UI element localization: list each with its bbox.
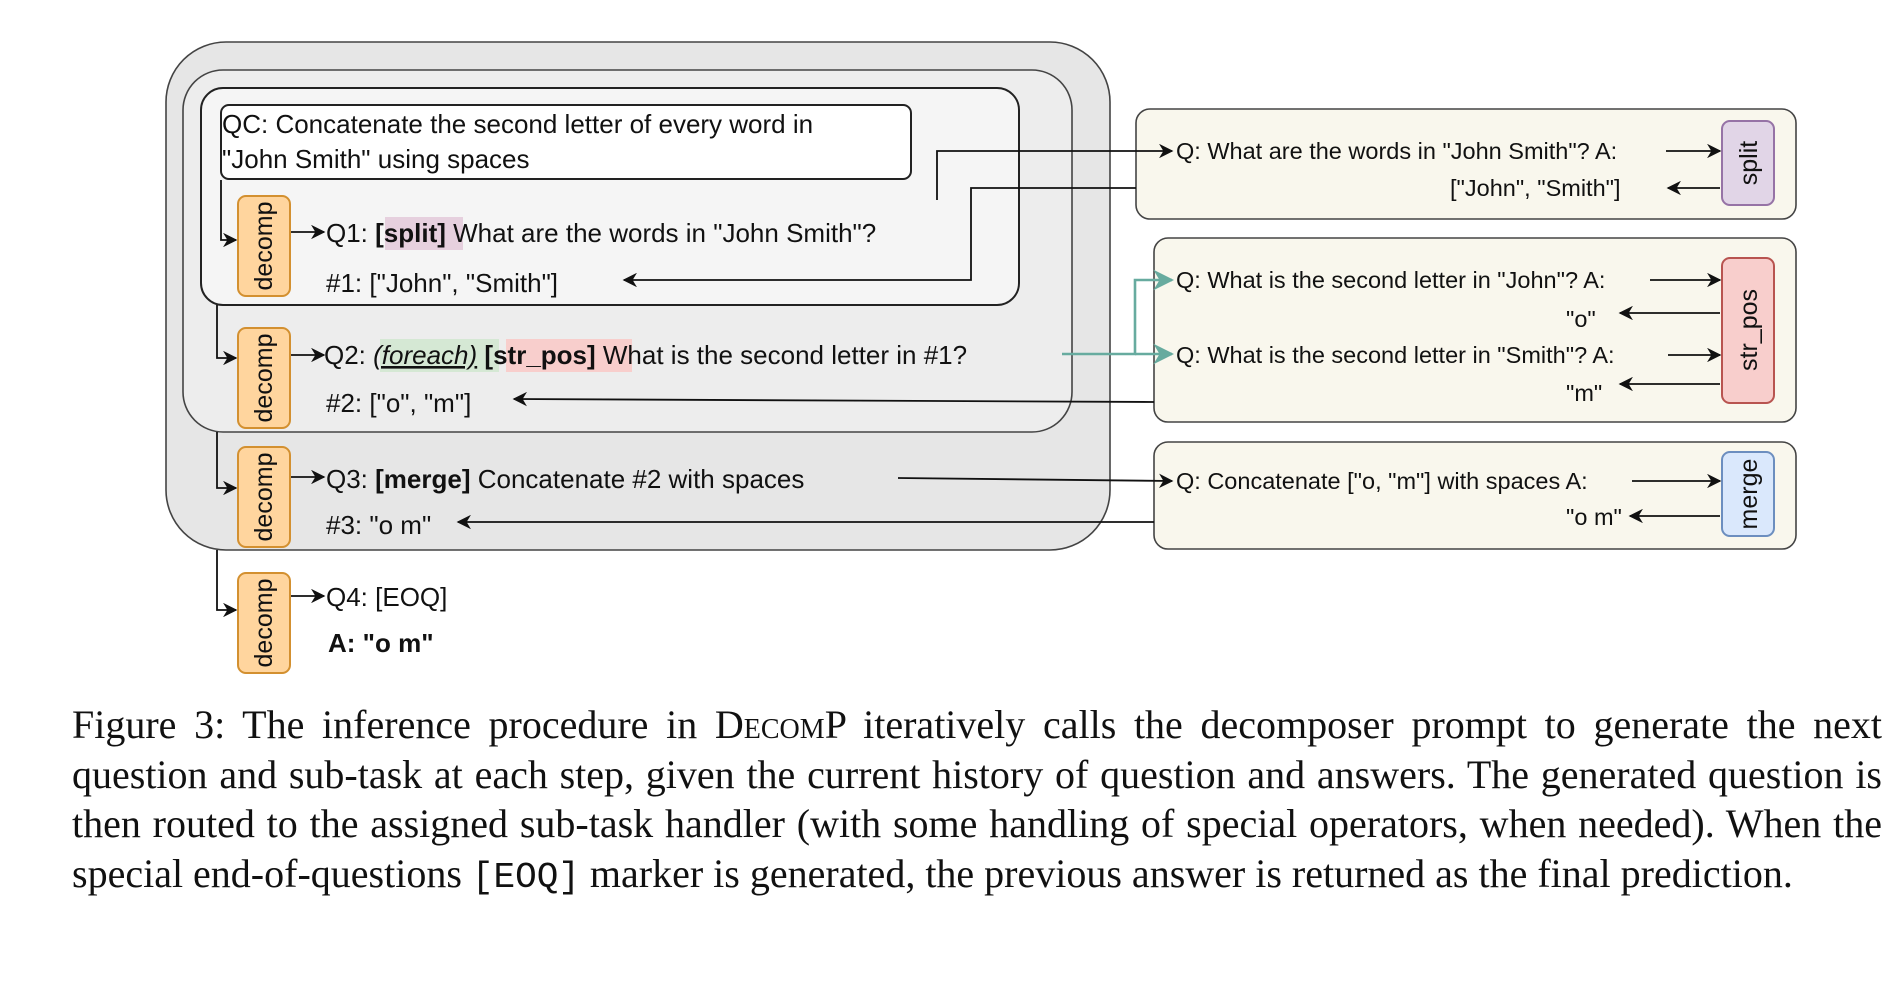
- str-pos-handler: str_pos: [1721, 257, 1775, 404]
- decomp-box-2: decomp: [237, 327, 291, 429]
- q2-question: Q2: (foreach) [str_pos] What is the seco…: [324, 340, 967, 370]
- decomp-label-4: decomp: [250, 579, 278, 668]
- str-pos-answer-1: "o": [1566, 306, 1596, 332]
- connector-decomp3: [216, 432, 238, 496]
- decomp-label-3: decomp: [250, 453, 278, 542]
- split-tag-highlight: [385, 217, 463, 250]
- connector-decomp4: [216, 550, 238, 618]
- split-panel-question: Q: What are the words in "John Smith"? A…: [1176, 138, 1617, 164]
- str-pos-question-1: Q: What is the second letter in "John"? …: [1176, 267, 1605, 293]
- str-pos-question-2: Q: What is the second letter in "Smith"?…: [1176, 342, 1615, 368]
- q2-answer: #2: ["o", "m"]: [326, 388, 471, 418]
- connector-qc-decomp1: [220, 180, 238, 248]
- str-pos-tag-highlight: [506, 339, 632, 372]
- qc-line-1: QC: Concatenate the second letter of eve…: [222, 109, 813, 139]
- str-pos-panel: [1153, 237, 1797, 423]
- decomp-box-1: decomp: [237, 195, 291, 297]
- merge-panel-question: Q: Concatenate ["o, "m"] with spaces A:: [1176, 468, 1588, 494]
- figure-caption: Figure 3: The inference procedure in Dec…: [72, 702, 1883, 898]
- q1-question: Q1: [split] What are the words in "John …: [326, 218, 876, 248]
- arrow-q2-to-str-pos-1: [1062, 269, 1175, 356]
- decomp-box-3: decomp: [237, 446, 291, 548]
- arrow-split-to-a1: [622, 187, 1136, 288]
- str-pos-handler-label: str_pos: [1735, 289, 1763, 371]
- connector-decomp2: [216, 305, 238, 366]
- split-handler: split: [1721, 120, 1775, 206]
- merge-handler: merge: [1721, 451, 1775, 537]
- str-pos-answer-2: "m": [1566, 380, 1602, 406]
- q3-answer: #3: "o m": [326, 510, 431, 540]
- split-panel-answer: ["John", "Smith"]: [1450, 175, 1621, 201]
- merge-handler-label: merge: [1735, 459, 1763, 530]
- merge-panel-answer: "o m": [1566, 504, 1622, 530]
- decomp-label-1: decomp: [250, 202, 278, 291]
- qc-line-2: "John Smith" using spaces: [222, 144, 530, 174]
- arrow-str-pos-to-a2: [512, 391, 1155, 407]
- arrow-q3-to-merge: [897, 473, 1174, 489]
- decomp-box-4: decomp: [237, 572, 291, 674]
- q1-answer: #1: ["John", "Smith"]: [326, 268, 558, 298]
- foreach-highlight: [380, 339, 499, 372]
- decomp-label-2: decomp: [250, 334, 278, 423]
- qc-box: [220, 104, 912, 180]
- q4-answer: A: "o m": [328, 628, 434, 658]
- decomp-diagram: QC: Concatenate the second letter of eve…: [165, 41, 1797, 674]
- q4-question: Q4: [EOQ]: [326, 582, 447, 612]
- split-handler-label: split: [1735, 141, 1763, 186]
- q3-question: Q3: [merge] Concatenate #2 with spaces: [326, 464, 804, 494]
- merge-panel: [1153, 441, 1797, 550]
- arrow-q1-to-split: [936, 143, 1174, 200]
- split-panel: [1135, 108, 1797, 220]
